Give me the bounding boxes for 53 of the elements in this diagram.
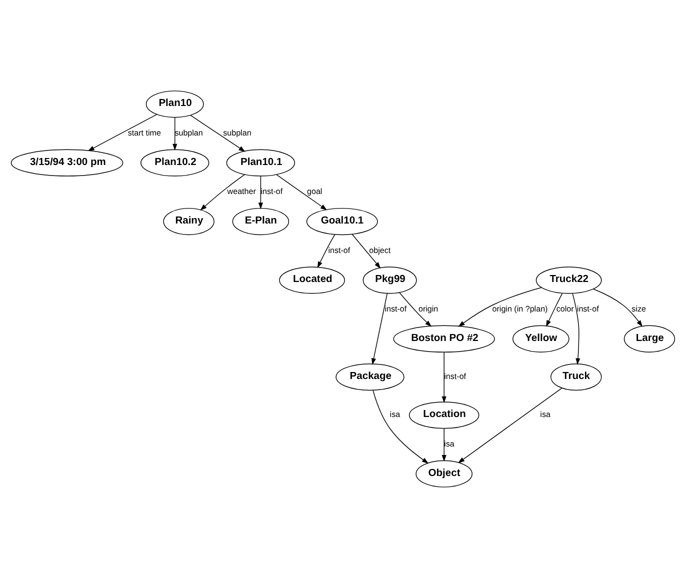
arrow xyxy=(442,352,446,404)
edge-label: goal xyxy=(307,187,322,196)
arrow xyxy=(172,117,178,151)
edge-label: isa xyxy=(390,410,400,420)
arrow xyxy=(593,288,642,327)
node-ellipse: Truck xyxy=(550,363,602,391)
arrow xyxy=(546,292,563,327)
arrow xyxy=(399,292,432,327)
edge-label: size xyxy=(632,304,646,314)
node-ellipse: Plan10.1 xyxy=(226,149,296,176)
arrow xyxy=(190,114,246,152)
arrow xyxy=(458,287,542,327)
node-ellipse: Located xyxy=(279,266,345,294)
edge-label: inst-of xyxy=(576,304,599,314)
node-ellipse: Pkg99 xyxy=(362,266,417,294)
edge-label: weather xyxy=(227,187,256,196)
edge-label: inst-of xyxy=(444,372,466,382)
arrow xyxy=(352,234,381,269)
node-ellipse: Rainy xyxy=(163,208,214,236)
node-ellipse: Large xyxy=(624,325,676,352)
edge-label: subplan xyxy=(223,128,252,138)
edge-label: origin (in ?plan) xyxy=(492,304,548,314)
node-ellipse: Goal10.1 xyxy=(306,208,378,236)
arrow xyxy=(371,293,388,365)
edge-label: isa xyxy=(540,410,550,420)
edge-label: origin xyxy=(418,304,438,314)
node-ellipse: Boston PO #2 xyxy=(393,325,495,352)
node-ellipse: Location xyxy=(408,402,480,429)
arrow xyxy=(317,234,336,268)
arrow xyxy=(200,174,246,211)
node-ellipse: Object xyxy=(416,460,472,488)
node-ellipse: Yellow xyxy=(512,325,570,352)
arrow xyxy=(372,390,429,464)
edge-label: start time xyxy=(128,128,161,138)
arrow xyxy=(572,293,580,365)
node-ellipse: Plan10 xyxy=(146,90,204,118)
edge-label: inst-of xyxy=(328,246,350,255)
edge-label: inst-of xyxy=(260,187,283,196)
node-ellipse: E-Plan xyxy=(232,208,290,236)
edge-label: subplan xyxy=(174,128,203,138)
arrow xyxy=(258,176,263,210)
edge-label: isa xyxy=(444,440,454,449)
arrow xyxy=(458,388,562,464)
node-ellipse: Plan10.2 xyxy=(140,149,210,176)
arrow xyxy=(442,428,446,462)
arrow xyxy=(88,114,158,152)
node-ellipse: Truck22 xyxy=(536,266,602,294)
node-ellipse: Package xyxy=(336,363,404,391)
edge-label: object xyxy=(369,246,391,255)
edge-label: inst-of xyxy=(384,304,407,314)
arrow xyxy=(276,174,328,210)
node-ellipse: 3/15/94 3:00 pm xyxy=(10,149,124,176)
edge-label: color xyxy=(556,304,574,314)
